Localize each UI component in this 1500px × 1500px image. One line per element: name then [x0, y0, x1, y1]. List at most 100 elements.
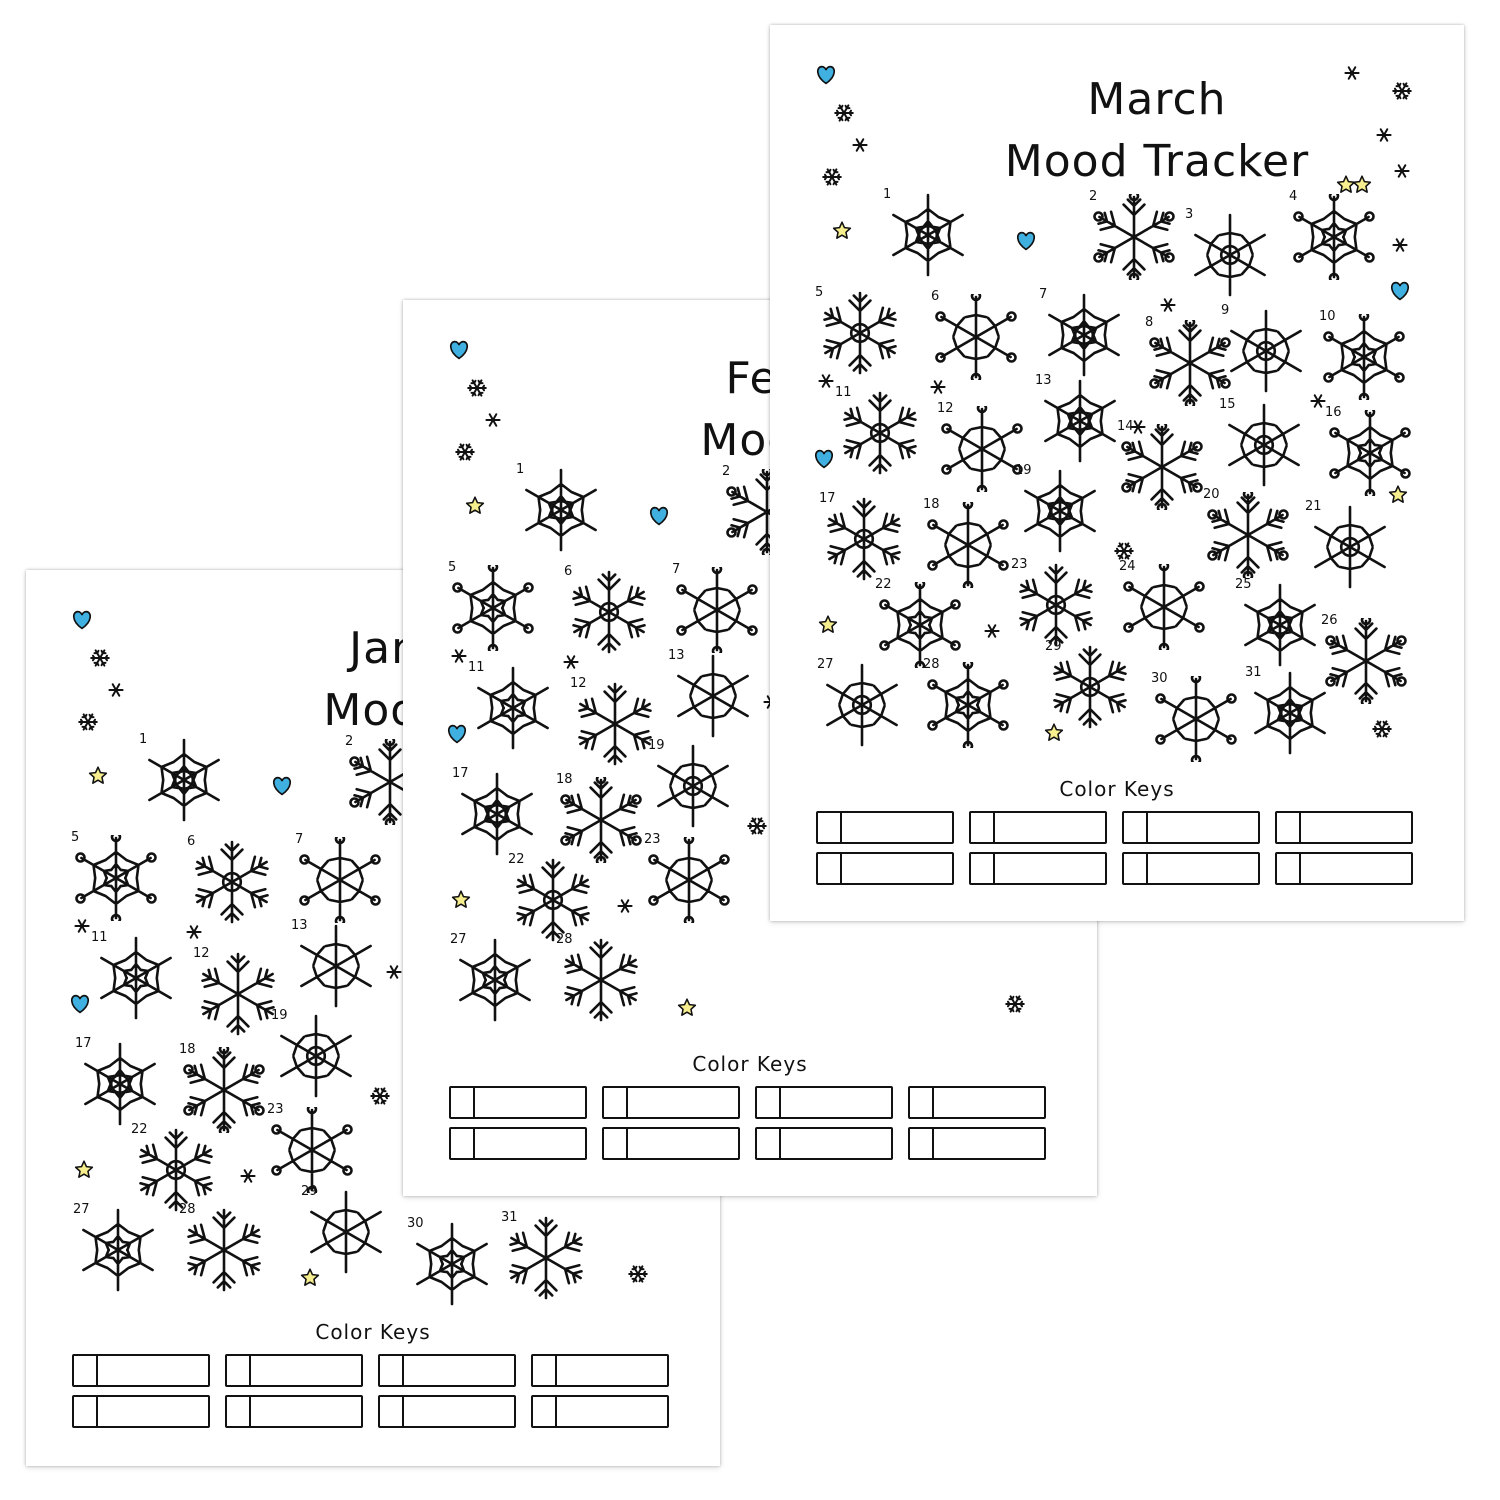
january-day-19-snowflake[interactable]: [273, 1013, 359, 1099]
march-day-26-snowflake[interactable]: [1323, 614, 1409, 708]
march-color-key-6[interactable]: [969, 852, 1107, 885]
february-color-key-6-swatch[interactable]: [604, 1129, 628, 1158]
january-color-key-5[interactable]: [72, 1395, 210, 1428]
march-day-16-snowflake[interactable]: [1327, 406, 1413, 500]
march-day-5-snowflake[interactable]: [817, 290, 903, 376]
march-day-29-snowflake[interactable]: [1047, 644, 1133, 730]
march-color-key-2-swatch[interactable]: [971, 813, 995, 842]
february-day-19-snowflake[interactable]: [650, 743, 736, 829]
february-color-key-3-swatch[interactable]: [757, 1088, 781, 1117]
january-color-key-6-swatch[interactable]: [227, 1397, 251, 1426]
january-day-7-snowflake[interactable]: [297, 833, 383, 927]
february-day-23-snowflake[interactable]: [646, 833, 732, 927]
february-color-key-8-swatch[interactable]: [910, 1129, 934, 1158]
february-color-key-1-swatch[interactable]: [451, 1088, 475, 1117]
february-day-11-snowflake[interactable]: [470, 665, 556, 751]
march-color-key-6-swatch[interactable]: [971, 854, 995, 883]
march-day-9-snowflake[interactable]: [1223, 308, 1309, 394]
march-color-key-2[interactable]: [969, 811, 1107, 844]
february-day-17-snowflake[interactable]: [454, 771, 540, 857]
february-color-key-5-swatch[interactable]: [451, 1129, 475, 1158]
march-day-28-snowflake[interactable]: [925, 658, 1011, 752]
january-color-key-7-swatch[interactable]: [380, 1397, 404, 1426]
march-day-17-snowflake[interactable]: [821, 496, 907, 582]
march-day-4-snowflake[interactable]: [1291, 190, 1377, 284]
january-day-12-snowflake[interactable]: [195, 951, 281, 1037]
january-color-key-2[interactable]: [225, 1354, 363, 1387]
march-day-14-snowflake[interactable]: [1119, 420, 1205, 514]
january-color-key-5-swatch[interactable]: [74, 1397, 98, 1426]
february-color-key-7[interactable]: [755, 1127, 893, 1160]
march-color-key-7-swatch[interactable]: [1124, 854, 1148, 883]
january-day-6-snowflake[interactable]: [189, 839, 275, 925]
march-day-10-snowflake[interactable]: [1321, 310, 1407, 404]
march-day-30-snowflake[interactable]: [1153, 672, 1239, 766]
march-day-1-snowflake[interactable]: [885, 192, 971, 278]
february-color-key-6[interactable]: [602, 1127, 740, 1160]
march-color-key-4-swatch[interactable]: [1277, 813, 1301, 842]
march-color-key-1[interactable]: [816, 811, 954, 844]
march-day-15-snowflake[interactable]: [1221, 402, 1307, 488]
january-day-22-snowflake[interactable]: [133, 1127, 219, 1213]
january-color-key-3[interactable]: [378, 1354, 516, 1387]
february-color-key-8[interactable]: [908, 1127, 1046, 1160]
march-color-key-1-swatch[interactable]: [818, 813, 842, 842]
march-day-27-snowflake[interactable]: [819, 662, 905, 748]
january-day-17-snowflake[interactable]: [77, 1041, 163, 1127]
march-day-24-snowflake[interactable]: [1121, 560, 1207, 654]
february-color-key-2[interactable]: [602, 1086, 740, 1119]
february-color-key-4-swatch[interactable]: [910, 1088, 934, 1117]
march-day-3-snowflake[interactable]: [1187, 212, 1273, 298]
march-day-7-snowflake[interactable]: [1041, 292, 1127, 378]
january-day-1-snowflake[interactable]: [141, 737, 227, 823]
january-day-5-snowflake[interactable]: [73, 831, 159, 925]
march-color-key-4[interactable]: [1275, 811, 1413, 844]
february-day-1-snowflake[interactable]: [518, 467, 604, 553]
march-day-19-snowflake[interactable]: [1017, 468, 1103, 554]
march-color-key-7[interactable]: [1122, 852, 1260, 885]
march-day-20-snowflake[interactable]: [1205, 488, 1291, 582]
february-color-key-1[interactable]: [449, 1086, 587, 1119]
february-day-27-snowflake[interactable]: [452, 937, 538, 1023]
march-color-key-5-swatch[interactable]: [818, 854, 842, 883]
march-day-25-snowflake[interactable]: [1237, 582, 1323, 668]
january-day-27-snowflake[interactable]: [75, 1207, 161, 1293]
february-color-key-2-swatch[interactable]: [604, 1088, 628, 1117]
february-day-5-snowflake[interactable]: [450, 561, 536, 655]
march-day-6-snowflake[interactable]: [933, 290, 1019, 384]
january-day-13-snowflake[interactable]: [293, 923, 379, 1009]
march-color-key-3[interactable]: [1122, 811, 1260, 844]
february-day-28-snowflake[interactable]: [558, 937, 644, 1023]
january-color-key-3-swatch[interactable]: [380, 1356, 404, 1385]
january-color-key-1-swatch[interactable]: [74, 1356, 98, 1385]
january-day-29-snowflake[interactable]: [303, 1189, 389, 1275]
february-day-22-snowflake[interactable]: [510, 857, 596, 943]
february-day-18-snowflake[interactable]: [558, 773, 644, 867]
march-day-12-snowflake[interactable]: [939, 402, 1025, 496]
march-day-18-snowflake[interactable]: [925, 498, 1011, 592]
january-day-11-snowflake[interactable]: [93, 935, 179, 1021]
march-day-11-snowflake[interactable]: [837, 390, 923, 476]
february-color-key-5[interactable]: [449, 1127, 587, 1160]
january-color-key-4[interactable]: [531, 1354, 669, 1387]
march-color-key-8[interactable]: [1275, 852, 1413, 885]
march-day-22-snowflake[interactable]: [877, 578, 963, 672]
march-day-13-snowflake[interactable]: [1037, 378, 1123, 464]
march-color-key-5[interactable]: [816, 852, 954, 885]
january-color-key-8-swatch[interactable]: [533, 1397, 557, 1426]
february-color-key-3[interactable]: [755, 1086, 893, 1119]
january-day-18-snowflake[interactable]: [181, 1043, 267, 1137]
january-color-key-6[interactable]: [225, 1395, 363, 1428]
january-day-30-snowflake[interactable]: [409, 1221, 495, 1307]
january-day-31-snowflake[interactable]: [503, 1215, 589, 1301]
march-day-23-snowflake[interactable]: [1013, 562, 1099, 648]
january-color-key-1[interactable]: [72, 1354, 210, 1387]
january-color-key-8[interactable]: [531, 1395, 669, 1428]
february-day-7-snowflake[interactable]: [674, 563, 760, 657]
february-color-key-7-swatch[interactable]: [757, 1129, 781, 1158]
february-color-key-4[interactable]: [908, 1086, 1046, 1119]
march-color-key-3-swatch[interactable]: [1124, 813, 1148, 842]
february-day-12-snowflake[interactable]: [572, 681, 658, 767]
february-day-13-snowflake[interactable]: [670, 653, 756, 739]
january-day-23-snowflake[interactable]: [269, 1103, 355, 1197]
